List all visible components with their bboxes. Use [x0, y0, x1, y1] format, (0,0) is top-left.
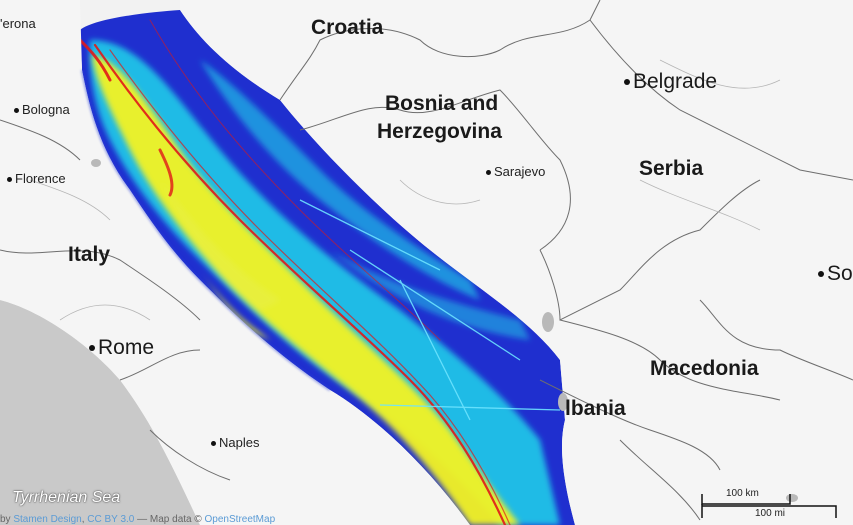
city-dot-icon — [7, 177, 12, 183]
city-dot-icon — [486, 170, 491, 176]
city-label-belgrade: Belgrade — [624, 71, 717, 92]
city-dot-icon — [89, 345, 95, 352]
traffic-density-high — [92, 55, 520, 525]
attribution-link-stamen[interactable]: Stamen Design — [13, 514, 82, 525]
city-dot-icon — [818, 271, 824, 278]
region-borders — [29, 59, 781, 321]
balkan-land — [180, 0, 853, 525]
city-label-bologna: Bologna — [14, 103, 70, 116]
country-label-serbia: Serbia — [639, 157, 704, 180]
scale-bar-lines — [701, 494, 837, 518]
attribution-mapdata: Map data © — [149, 514, 202, 525]
city-label-naples: Naples — [211, 436, 259, 449]
country-label-bosnia-line2: Herzegovina — [377, 120, 502, 143]
city-label-sarajevo: Sarajevo — [486, 165, 545, 178]
country-label-albania: lbania — [565, 397, 626, 420]
city-dot-icon — [14, 108, 19, 114]
city-label-sofia: So — [818, 263, 853, 284]
city-label-florence: Florence — [7, 172, 66, 185]
country-label-italy: Italy — [68, 243, 111, 266]
attribution-prefix: by — [0, 514, 11, 525]
attribution-link-osm[interactable]: OpenStreetMap — [204, 514, 276, 525]
scale-mi-label: 100 mi — [755, 508, 786, 519]
attribution-link-license[interactable]: CC BY 3.0 — [87, 514, 135, 525]
scale-km-label: 100 km — [726, 488, 759, 499]
country-label-bosnia-line1: Bosnia and — [385, 92, 499, 115]
city-dot-icon — [211, 441, 216, 447]
city-dot-icon — [624, 79, 630, 86]
shipping-lanes — [78, 19, 511, 525]
sea-label-tyrrhenian: Tyrrhenian Sea — [12, 489, 121, 506]
scale-bar: 100 km 100 mi — [700, 484, 840, 520]
attribution: by Stamen Design, CC BY 3.0 — Map data ©… — [0, 514, 276, 525]
crossing-routes — [299, 199, 561, 421]
country-label-croatia: Croatia — [311, 16, 384, 39]
traffic-density-mid — [89, 40, 560, 525]
country-label-macedonia: Macedonia — [650, 357, 759, 380]
city-label-verona: 'erona — [0, 16, 36, 31]
italy-land — [0, 0, 470, 525]
city-label-rome: Rome — [89, 337, 154, 358]
tyrrhenian-sea-area — [0, 300, 200, 525]
